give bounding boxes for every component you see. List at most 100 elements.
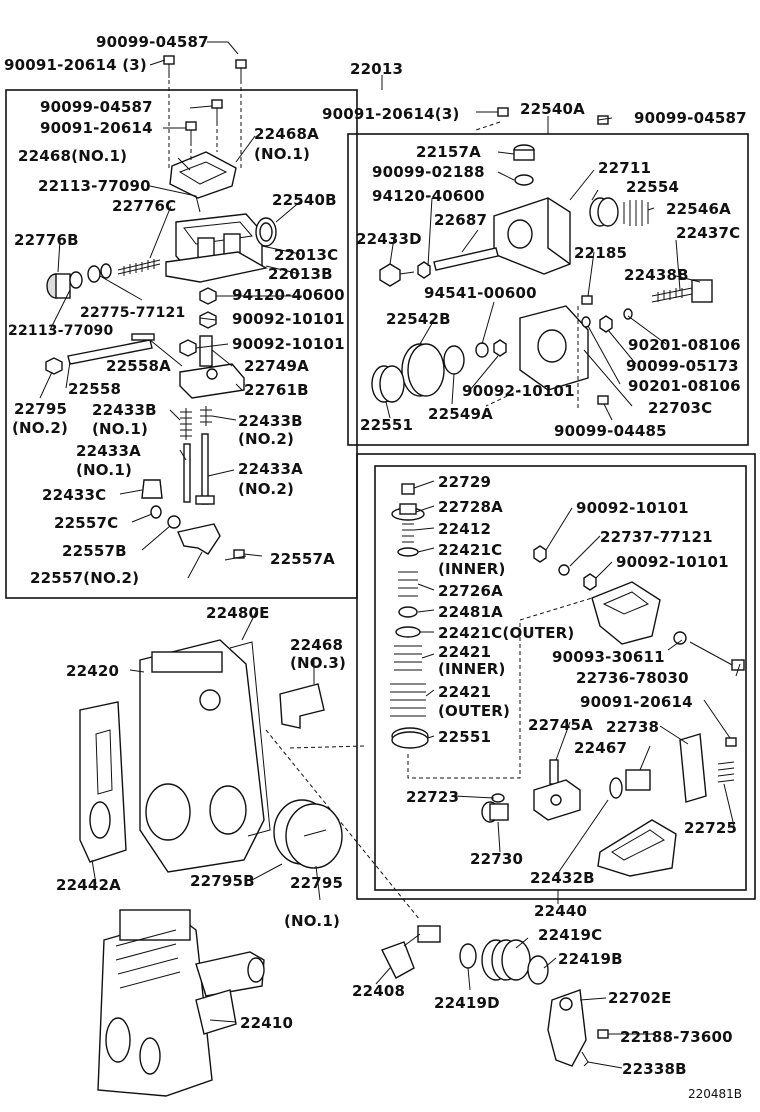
valve-22745a-icon	[533, 759, 581, 821]
ring-22419d-icon	[459, 943, 477, 969]
label-34: 22557C	[54, 514, 118, 532]
bolt-22433d-icon	[379, 263, 415, 287]
spring-22554-icon	[589, 197, 619, 227]
label-97: 22419C	[538, 926, 602, 944]
lever-22702e-icon	[547, 989, 587, 1067]
label-33: 22433C	[42, 486, 106, 504]
label-30: (NO.1)	[76, 461, 132, 479]
label-104: 22338B	[622, 1060, 687, 1078]
bracket-22738-icon	[679, 733, 707, 803]
nut-icon-90092-a	[199, 311, 217, 329]
cover-22795-icon	[273, 799, 343, 869]
bolt-90091-lr-icon	[725, 737, 737, 747]
label-37: 22557(NO.2)	[30, 569, 139, 587]
label-51: 22438B	[624, 266, 689, 284]
spring-22421-outer-icon	[390, 683, 426, 717]
guide-dashes	[168, 80, 593, 921]
nut-90201-icon	[581, 308, 633, 333]
cover-plate-icon	[169, 151, 237, 199]
label-55: 90099-05173	[626, 357, 739, 375]
label-18: 90092-10101	[232, 335, 345, 353]
injection-pump-22410-icon	[97, 909, 265, 1097]
label-13: 22013B	[268, 265, 333, 283]
nut-90092-ur-icon	[493, 339, 507, 357]
label-8: 22113-77090	[38, 177, 151, 195]
label-68: (INNER)	[438, 560, 506, 578]
label-89: 22480E	[206, 604, 270, 622]
label-88: 22440	[534, 902, 587, 920]
bolt-icon-ur-1	[497, 107, 509, 117]
label-80: 90091-20614	[580, 693, 693, 711]
pin-22558-icon	[67, 339, 153, 365]
label-66: 22737-77121	[600, 528, 713, 546]
label-95: 22795	[290, 874, 343, 892]
label-21: 22558	[68, 380, 121, 398]
label-7: 22468(NO.1)	[18, 147, 127, 165]
housing-22711-icon	[493, 197, 571, 275]
label-86: 22730	[470, 850, 523, 868]
label-1: 90091-20614 (3)	[4, 56, 147, 74]
spring-22546a-icon	[623, 200, 649, 226]
block-22761b-icon	[179, 363, 245, 399]
label-22: 22761B	[244, 381, 309, 399]
bolt-22736-icon	[689, 641, 745, 671]
label-67: 22421C	[438, 541, 502, 559]
label-69: 90092-10101	[616, 553, 729, 571]
frame-main-left	[5, 89, 358, 599]
label-83: 22467	[574, 739, 627, 757]
label-2: 22013	[350, 60, 403, 78]
label-14: 94120-40600	[232, 286, 345, 304]
spring-22412-icon	[402, 523, 414, 543]
nut-90093-icon	[673, 631, 687, 645]
cap-22157a-icon	[513, 144, 535, 161]
label-35: 22557B	[62, 542, 127, 560]
label-24: (NO.2)	[12, 419, 68, 437]
label-58: 22703C	[648, 399, 712, 417]
label-32: (NO.2)	[238, 480, 294, 498]
cap-22438b-icon	[691, 279, 713, 303]
label-61: 90099-04485	[554, 422, 667, 440]
washer-22557c-icon	[150, 505, 162, 519]
label-71: 22481A	[438, 603, 503, 621]
label-92: 22420	[66, 662, 119, 680]
label-38: 90091-20614(3)	[322, 105, 460, 123]
washer-22421c-icon	[397, 547, 419, 557]
label-6: (NO.1)	[254, 145, 310, 163]
label-77: (OUTER)	[438, 702, 510, 720]
cap-22729-icon	[401, 483, 415, 495]
spring-22725-icon	[717, 761, 735, 783]
fitting-22730-icon	[481, 801, 509, 823]
label-16: 22113-77090	[8, 323, 113, 339]
label-4: 90091-20614	[40, 119, 153, 137]
gasket-22480e-icon	[229, 641, 271, 837]
nut-icon-lr-1	[533, 545, 597, 591]
label-20: 22749A	[244, 357, 309, 375]
shaft-22408-icon	[381, 925, 441, 979]
label-26: (NO.1)	[92, 420, 148, 438]
bracket-lever-icon	[591, 581, 661, 645]
label-75: 90093-30611	[552, 648, 665, 666]
ring-22481a-icon	[398, 606, 418, 618]
label-79: 22551	[438, 728, 491, 746]
bracket-22432b-icon	[597, 819, 677, 877]
label-93: 22442A	[56, 876, 121, 894]
label-19: 22558A	[106, 357, 171, 375]
spring-22726a-icon	[398, 571, 418, 597]
label-74: (INNER)	[438, 660, 506, 678]
ring-22551-ur-icon	[371, 365, 405, 403]
label-59: 22551	[360, 416, 413, 434]
nut-94120-ur-icon	[417, 261, 431, 279]
disc-22542b-icon	[401, 343, 445, 397]
label-46: 22546A	[666, 200, 731, 218]
label-28: (NO.2)	[238, 430, 294, 448]
bolt-22185-icon	[581, 295, 593, 305]
spring-22433b-1-icon	[180, 408, 192, 440]
ring-22551-lr-icon	[391, 727, 429, 749]
ring-22419b-icon	[527, 955, 549, 985]
label-62: 22729	[438, 473, 491, 491]
label-91: (NO.3)	[290, 654, 346, 672]
label-40: 90099-04587	[634, 109, 747, 127]
label-78: 22736-78030	[576, 669, 689, 687]
